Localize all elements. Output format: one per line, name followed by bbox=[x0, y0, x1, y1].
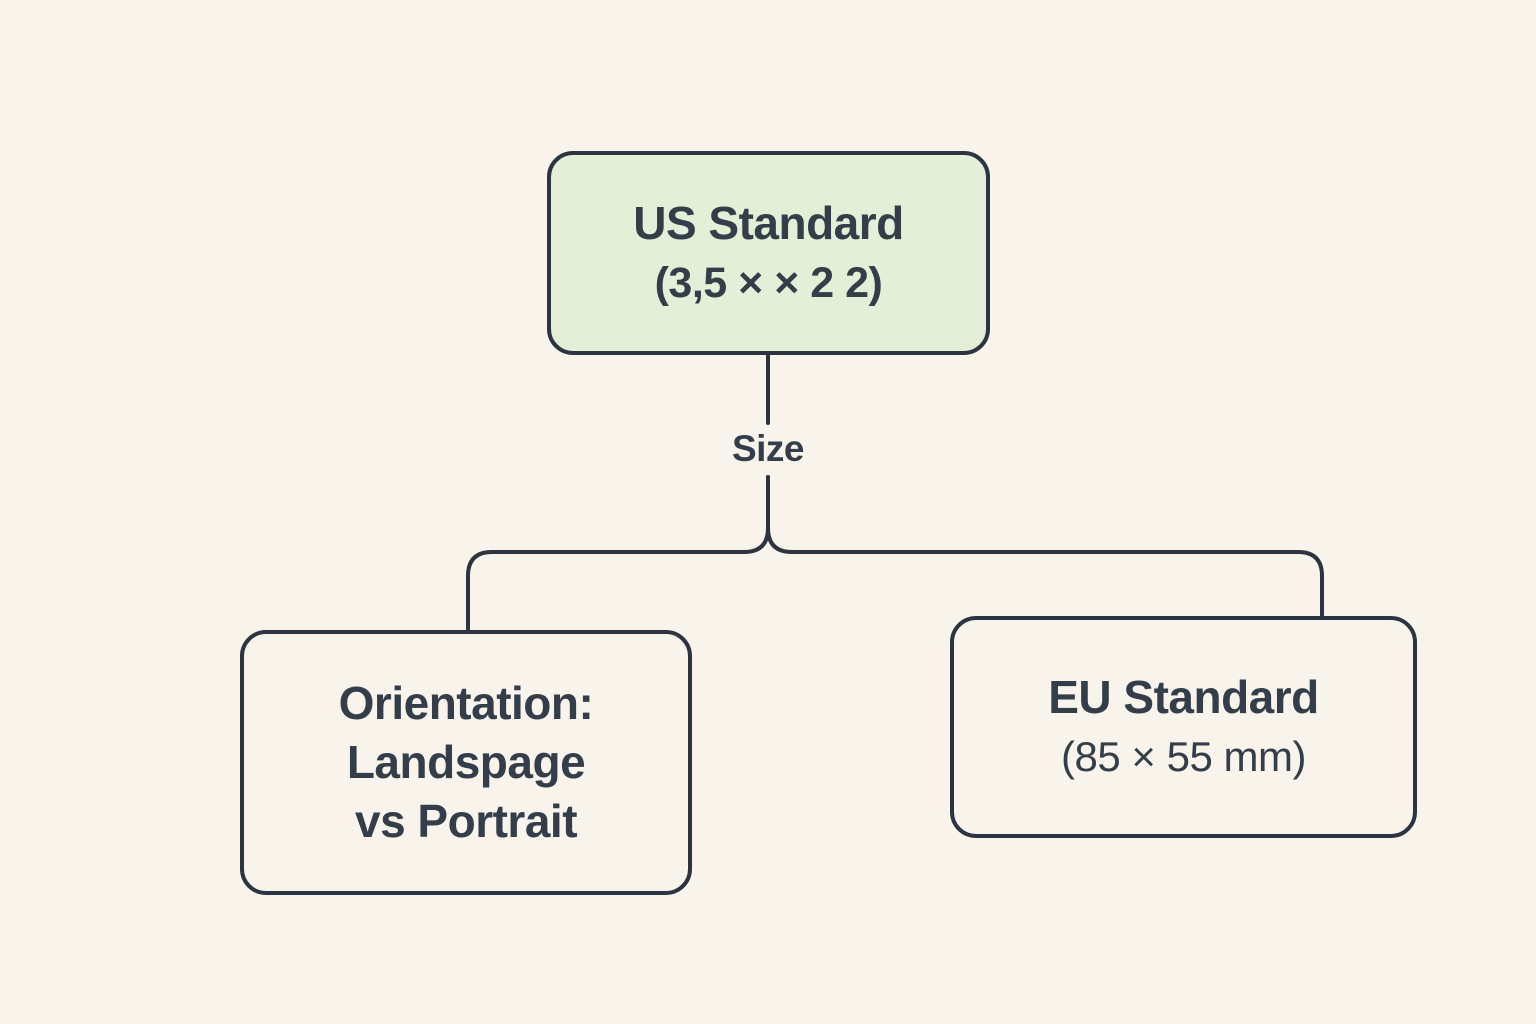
node-title: US Standard bbox=[633, 197, 904, 249]
node-eu-standard: EU Standard (85 × 55 mm) bbox=[950, 616, 1417, 838]
node-subtitle: (3,5 × × 2 2) bbox=[654, 259, 883, 307]
node-us-standard: US Standard (3,5 × × 2 2) bbox=[547, 151, 990, 355]
node-orientation: Orientation: Landspage vs Portrait bbox=[240, 630, 692, 895]
node-line: Orientation: bbox=[338, 677, 594, 729]
connector-branch-right bbox=[766, 475, 1324, 620]
node-line: vs Portrait bbox=[354, 795, 578, 847]
node-subtitle: (85 × 55 mm) bbox=[1061, 733, 1306, 780]
node-title: EU Standard bbox=[1048, 671, 1319, 723]
edge-label-size: Size bbox=[688, 428, 848, 470]
node-line: Landspage bbox=[346, 736, 586, 788]
connector-branch-left bbox=[466, 475, 770, 634]
